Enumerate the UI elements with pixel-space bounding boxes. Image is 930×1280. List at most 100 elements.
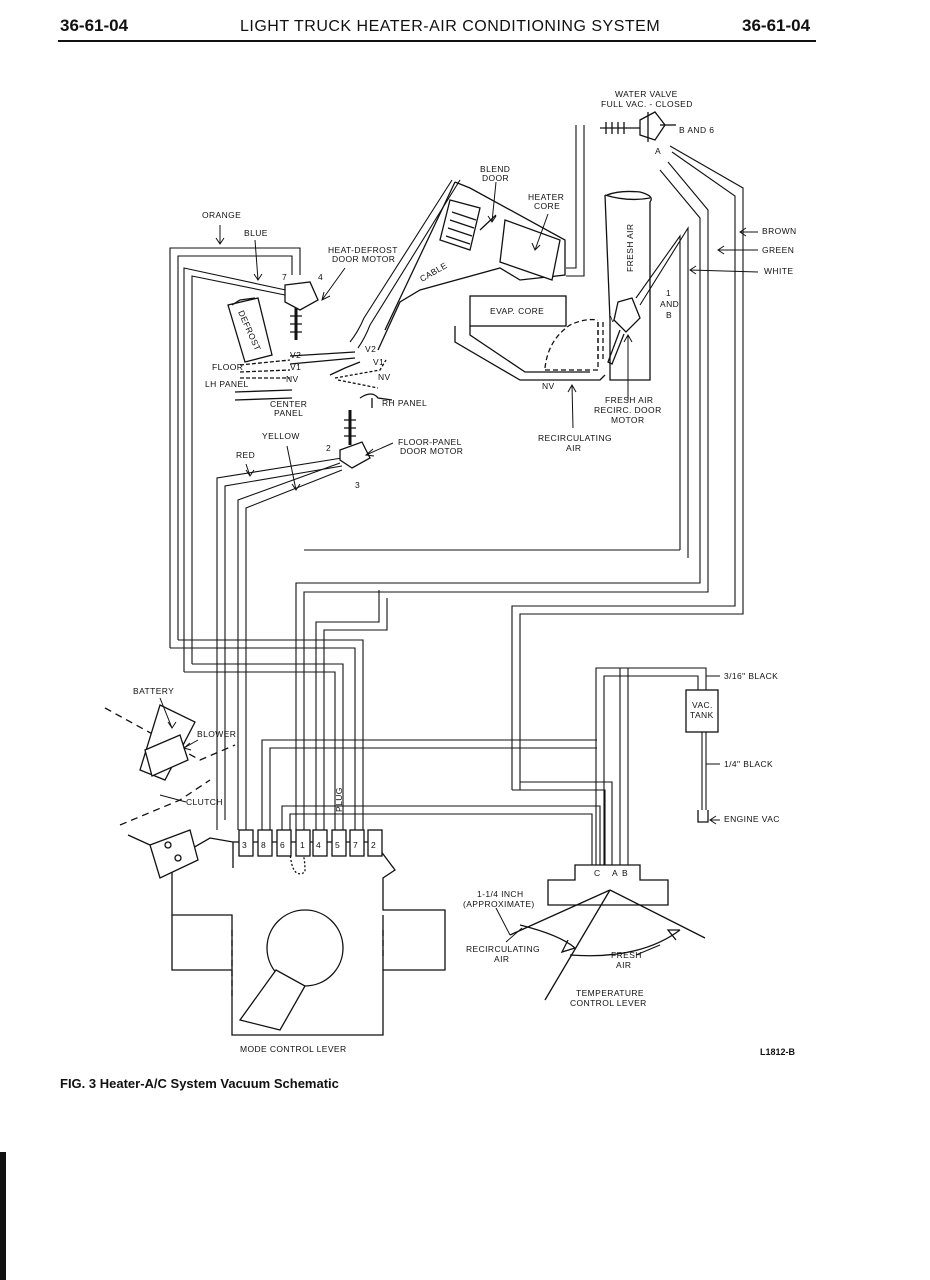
port-label-2: 6 <box>280 840 285 850</box>
vacuum-lines <box>169 125 744 865</box>
label-heat-defrost-1: HEAT-DEFROST <box>328 245 398 255</box>
heat-defrost-motor <box>284 281 319 340</box>
port-label-4: 4 <box>316 840 321 850</box>
mode-control-lever-body <box>171 837 446 1036</box>
label-fresh-air-recirc-1: FRESH AIR <box>605 395 653 405</box>
label-v: V <box>610 314 616 324</box>
page-title: LIGHT TRUCK HEATER-AIR CONDITIONING SYST… <box>240 18 661 35</box>
label-temp-lever-1: TEMPERATURE <box>576 988 644 998</box>
label-heater-core-1: HEATER <box>528 192 564 202</box>
figure-caption: FIG. 3 Heater-A/C System Vacuum Schemati… <box>60 1076 339 1091</box>
scan-edge-mark <box>0 1152 6 1280</box>
label-recirc-lever-2: AIR <box>494 954 509 964</box>
label-fresh-air-recirc-2: RECIRC. DOOR <box>594 405 662 415</box>
label-recirculating-air-2: AIR <box>566 443 581 453</box>
label-vac-tank-1: VAC. <box>692 700 713 710</box>
label-recirculating-air-1: RECIRCULATING <box>538 433 612 443</box>
label-blend-door-1: BLEND <box>480 164 510 174</box>
fresh-air-recirc-motor <box>607 297 641 365</box>
label-green: GREEN <box>762 245 794 255</box>
label-floor-panel-2: DOOR MOTOR <box>400 446 463 456</box>
diagram-labels: WATER VALVE FULL VAC. - CLOSED B AND 6 A… <box>133 89 797 1054</box>
label-heater-core-2: CORE <box>534 201 560 211</box>
electrical-switches <box>104 704 236 879</box>
label-rh-panel: RH PANEL <box>382 398 427 408</box>
label-center-panel-2: PANEL <box>274 408 303 418</box>
label-blend-door-2: DOOR <box>482 173 509 183</box>
defrost-duct <box>227 297 273 363</box>
outlet-doors <box>234 351 393 408</box>
label-port-four: 4 <box>318 272 323 282</box>
label-heat-defrost-2: DOOR MOTOR <box>332 254 395 264</box>
port-label-5: 5 <box>335 840 340 850</box>
mode-lever-ports <box>238 829 383 857</box>
recirculating-air-door-path <box>544 318 604 371</box>
port-label-0: 3 <box>242 840 247 850</box>
label-v1-right: V1 <box>373 357 384 367</box>
label-full-vac-closed: FULL VAC. - CLOSED <box>601 99 693 109</box>
floor-panel-motor <box>339 410 371 469</box>
label-mode-lever: MODE CONTROL LEVER <box>240 1044 347 1054</box>
label-fresh-lever-2: AIR <box>616 960 631 970</box>
label-temp-lever-2: CONTROL LEVER <box>570 998 647 1008</box>
label-battery: BATTERY <box>133 686 174 696</box>
label-and: AND <box>660 299 679 309</box>
port-label-6: 7 <box>353 840 358 850</box>
label-yellow: YELLOW <box>262 431 300 441</box>
vac-tank <box>685 689 719 823</box>
label-black-316: 3/16" BLACK <box>724 671 778 681</box>
label-orange: ORANGE <box>202 210 241 220</box>
label-white: WHITE <box>764 266 793 276</box>
page-number-right: 36-61-04 <box>742 16 811 35</box>
label-clutch: CLUTCH <box>186 797 223 807</box>
label-floor: FLOOR <box>212 362 243 372</box>
fresh-air-duct <box>604 190 652 381</box>
page-number-left: 36-61-04 <box>60 16 129 35</box>
label-a: A <box>655 146 661 156</box>
label-fresh-air-recirc-3: MOTOR <box>611 415 644 425</box>
label-water-valve: WATER VALVE <box>615 89 678 99</box>
label-red: RED <box>236 450 255 460</box>
label-nv-left: NV <box>286 374 299 384</box>
header-rule <box>58 40 816 42</box>
label-inch-1: 1-1/4 INCH <box>477 889 524 899</box>
label-b-and-6: B AND 6 <box>679 125 714 135</box>
label-blue: BLUE <box>244 228 268 238</box>
label-floor-panel-1: FLOOR-PANEL <box>398 437 462 447</box>
port-label-1: 8 <box>261 840 266 850</box>
water-valve <box>600 111 676 142</box>
label-fresh-lever-1: FRESH <box>611 950 642 960</box>
heater-assembly <box>377 181 606 381</box>
label-black-14: 1/4" BLACK <box>724 759 773 769</box>
label-b: B <box>666 310 672 320</box>
label-fresh-air-duct: FRESH AIR <box>625 224 635 272</box>
label-port-two: 2 <box>326 443 331 453</box>
label-nv-duct: NV <box>542 381 555 391</box>
label-port-seven: 7 <box>282 272 287 282</box>
label-port-three: 3 <box>355 480 360 490</box>
label-blower: BLOWER <box>197 729 236 739</box>
label-inch-2: (APPROXIMATE) <box>463 899 535 909</box>
label-v2-right: V2 <box>365 344 376 354</box>
port-label-3: 1 <box>300 840 305 850</box>
label-c: C <box>594 868 601 878</box>
label-plug: PLUG <box>334 787 344 812</box>
label-one: 1 <box>666 288 671 298</box>
label-temp-b: B <box>622 868 628 878</box>
label-center-panel-1: CENTER <box>270 399 307 409</box>
label-cable: CABLE <box>418 260 449 284</box>
port-label-7: 2 <box>371 840 376 850</box>
label-v1-left: V1 <box>290 362 301 372</box>
figure-code: L1812-B <box>760 1047 796 1057</box>
label-temp-a: A <box>612 868 618 878</box>
label-lh-panel: LH PANEL <box>205 379 249 389</box>
label-v2-left: V2 <box>290 350 301 360</box>
label-brown: BROWN <box>762 226 797 236</box>
label-vac-tank-2: TANK <box>690 710 714 720</box>
label-engine-vac: ENGINE VAC <box>724 814 780 824</box>
leader-arrows <box>159 181 759 956</box>
temperature-control-lever <box>509 864 706 1001</box>
label-nv-right: NV <box>378 372 391 382</box>
label-evap-core: EVAP. CORE <box>490 306 544 316</box>
